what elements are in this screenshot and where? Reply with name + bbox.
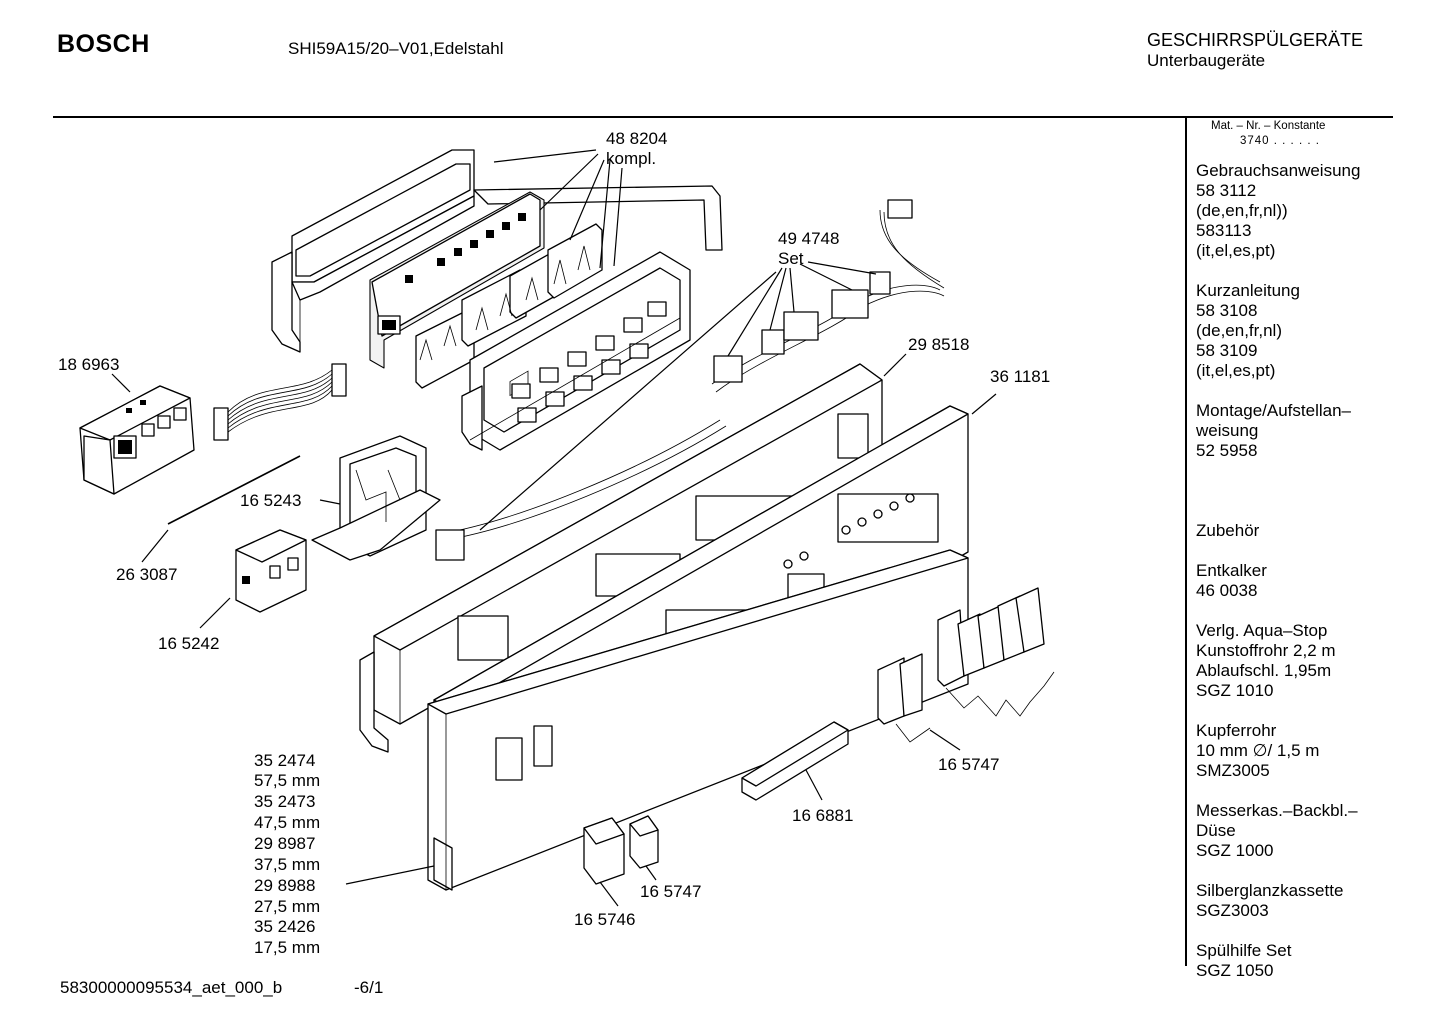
sidebar-line: Entkalker xyxy=(1196,561,1267,580)
sidebar-line: Verlg. Aqua–Stop xyxy=(1196,621,1328,640)
label-488204: 48 8204 xyxy=(606,129,667,148)
button-caps-bottom xyxy=(583,815,659,885)
leader-lines xyxy=(111,149,997,907)
front-panel-entry: 35 2426 xyxy=(254,917,315,936)
front-panel-list: 35 2474 57,5 mm 35 2473 47,5 mm 29 8987 … xyxy=(254,751,320,957)
sidebar-line: SGZ 1000 xyxy=(1196,841,1274,860)
sidebar-divider xyxy=(1185,118,1187,966)
sidebar-line: (de,en,fr,nl) xyxy=(1196,321,1282,340)
button-caps-right xyxy=(877,587,1055,743)
label-165242: 16 5242 xyxy=(158,634,219,653)
sidebar-line: Gebrauchsanweisung xyxy=(1196,161,1361,180)
front-panel-entry: 47,5 mm xyxy=(254,813,320,832)
label-263087: 26 3087 xyxy=(116,565,177,584)
trim-strip xyxy=(741,721,849,801)
sidebar-line: SGZ3003 xyxy=(1196,901,1269,920)
model-number: SHI59A15/20–V01,Edelstahl xyxy=(288,39,504,58)
sidebar-line: 46 0038 xyxy=(1196,581,1258,600)
sidebar-line: Ablaufschl. 1,95m xyxy=(1196,661,1332,680)
front-panel xyxy=(427,549,969,891)
sidebar-line: 52 5958 xyxy=(1196,441,1258,460)
front-panel-entry: 57,5 mm xyxy=(254,771,320,790)
sidebar-line: SGZ 1010 xyxy=(1196,681,1274,700)
brand-logo: BOSCH xyxy=(57,30,150,58)
label-494748-sub: Set xyxy=(778,249,804,268)
display-module xyxy=(79,385,195,495)
label-166881: 16 6881 xyxy=(792,806,853,825)
front-panel-entry: 29 8988 xyxy=(254,876,315,895)
label-165243: 16 5243 xyxy=(240,491,301,510)
wiring-harness xyxy=(435,199,945,561)
sidebar-line: Düse xyxy=(1196,821,1236,840)
sidebar-line: (it,el,es,pt) xyxy=(1196,241,1276,260)
label-494748: 49 4748 xyxy=(778,229,839,248)
sidebar-line: Messerkas.–Backbl.– xyxy=(1196,801,1358,820)
label-488204-sub: kompl. xyxy=(606,149,656,168)
sidebar-block: Zubehör xyxy=(1196,521,1396,541)
category-subtitle: Unterbaugeräte xyxy=(1147,51,1266,70)
page-number: -6/1 xyxy=(354,978,384,997)
label-186963: 18 6963 xyxy=(58,355,119,374)
mat-info-value: 3740 . . . . . . xyxy=(1240,135,1320,147)
front-panel-entry: 35 2473 xyxy=(254,792,315,811)
label-165746: 16 5746 xyxy=(574,910,635,929)
front-panel-entry: 27,5 mm xyxy=(254,897,320,916)
bracket-165243 xyxy=(311,435,441,561)
sidebar-line: Spülhilfe Set xyxy=(1196,941,1292,960)
sidebar-line: 58 3112 xyxy=(1196,181,1257,200)
button-frame xyxy=(461,251,691,451)
sidebar-line: Kurzanleitung xyxy=(1196,281,1300,300)
sidebar-line: SGZ 1050 xyxy=(1196,961,1274,980)
sidebar-line: (de,en,fr,nl)) xyxy=(1196,201,1288,220)
switch-165242 xyxy=(235,529,307,613)
category-title: GESCHIRRSPÜLGERÄTE xyxy=(1147,30,1364,50)
sidebar-line: Kupferrohr xyxy=(1196,721,1277,740)
inner-frame xyxy=(359,363,883,753)
label-165747-bottom: 16 5747 xyxy=(640,882,701,901)
document-id: 58300000095534_aet_000_b xyxy=(60,978,283,997)
sidebar-line: 583113 xyxy=(1196,221,1252,240)
label-298518: 29 8518 xyxy=(908,335,969,354)
sidebar-line: 58 3109 xyxy=(1196,341,1258,360)
front-panel-entry: 37,5 mm xyxy=(254,855,320,874)
front-panel-entry: 29 8987 xyxy=(254,834,315,853)
label-165747-right: 16 5747 xyxy=(938,755,999,774)
sidebar-line: Montage/Aufstellan– xyxy=(1196,401,1351,420)
sidebar-line: Kunstoffrohr 2,2 m xyxy=(1196,641,1336,660)
mat-info-label: Mat. – Nr. – Konstante xyxy=(1211,120,1326,132)
front-panel-entry: 35 2474 xyxy=(254,751,315,770)
ribbon-cable xyxy=(213,363,347,441)
sidebar-line: weisung xyxy=(1196,421,1259,440)
sidebar-line: (it,el,es,pt) xyxy=(1196,361,1276,380)
sidebar-line: SMZ3005 xyxy=(1196,761,1270,780)
rod xyxy=(167,455,301,525)
sidebar-line: Zubehör xyxy=(1196,521,1260,540)
sidebar-line: 10 mm ∅/ 1,5 m xyxy=(1196,741,1320,760)
label-361181: 36 1181 xyxy=(990,367,1050,386)
front-panel-entry: 17,5 mm xyxy=(254,938,320,957)
header-rule xyxy=(53,116,1393,118)
sidebar-line: 58 3108 xyxy=(1196,301,1258,320)
sidebar-line: Silberglanzkassette xyxy=(1196,881,1344,900)
